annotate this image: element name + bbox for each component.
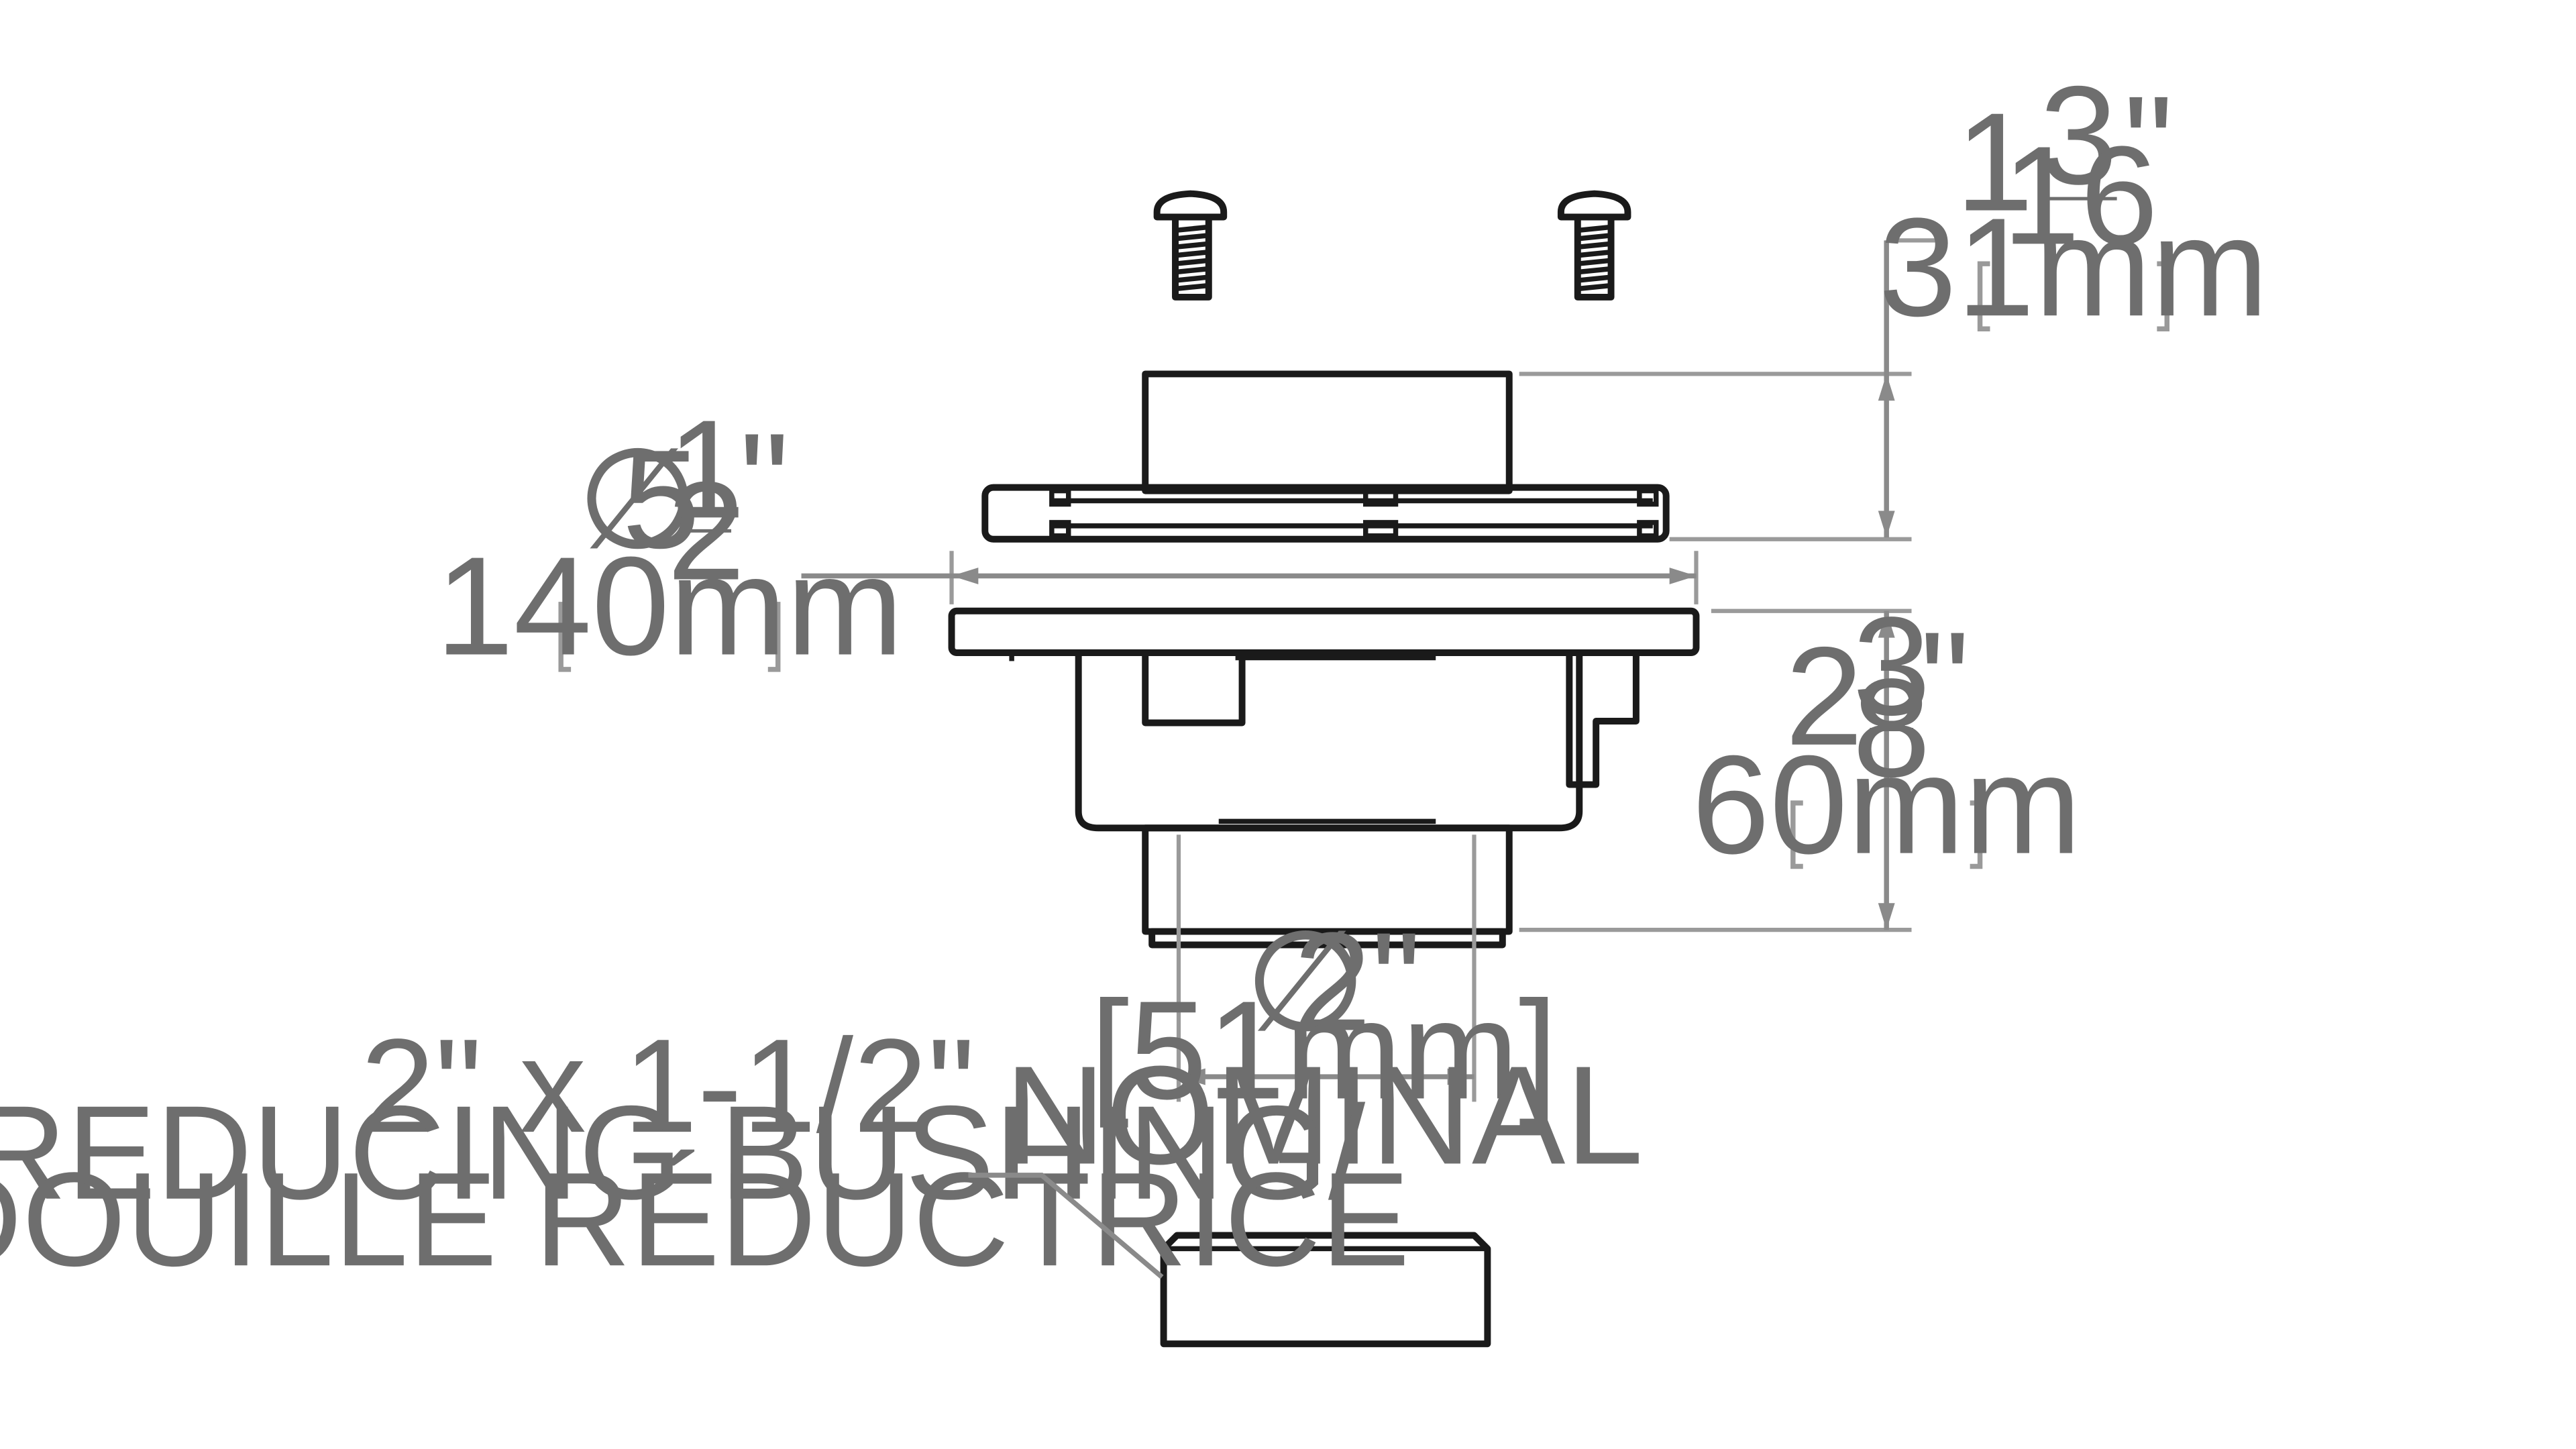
top-height-unit: " bbox=[2124, 68, 2174, 224]
flange-diameter-numerator: 1 bbox=[667, 391, 745, 547]
arrow-head bbox=[1878, 903, 1895, 930]
body-height-whole: 2 bbox=[1785, 619, 1863, 775]
bushing-size-label: 2" x 1-1/2" bbox=[360, 1012, 975, 1161]
outlet-diameter-metric: [51mm] bbox=[1090, 972, 1558, 1128]
top-height-whole: 1 bbox=[1955, 85, 2033, 241]
bushing-name-french: DOUILLE RÉDUCTRICE bbox=[0, 1145, 1410, 1294]
outlet-nominal-note: NOMINAL bbox=[1004, 1037, 1643, 1193]
reducing-bushing bbox=[1160, 1232, 1491, 1348]
body-height-denominator: 8 bbox=[1853, 650, 1931, 806]
dimension-outlet: ∅ 2" [51mm] NOMINAL bbox=[1004, 835, 1644, 1193]
flange-diameter-metric: 140mm bbox=[435, 528, 903, 684]
screw-left bbox=[1153, 190, 1228, 301]
arrow-head bbox=[1878, 511, 1895, 538]
arrow-head bbox=[951, 568, 979, 584]
screw-right bbox=[1557, 190, 1631, 301]
dimension-flange-diameter: ∅ 5 1 2 " 140mm bbox=[435, 391, 1699, 684]
flange-diameter-whole: 5 bbox=[622, 421, 700, 578]
drain-body-flange bbox=[948, 607, 1700, 661]
arrow-head bbox=[1669, 568, 1697, 584]
arrow-head bbox=[1447, 1068, 1474, 1085]
top-height-metric: 31mm bbox=[1879, 189, 2269, 345]
arrow-head bbox=[1878, 374, 1895, 401]
arrow-head bbox=[1878, 610, 1895, 638]
body-height-metric: 60mm bbox=[1692, 727, 2082, 883]
strainer-flange bbox=[981, 484, 1670, 543]
drain-outlet bbox=[1142, 824, 1513, 949]
body-height-unit: " bbox=[1920, 603, 1970, 759]
dimension-body-height: 2 3 8 " 60mm bbox=[1519, 588, 2082, 932]
dimension-top-height: 1 3 16 " 31mm bbox=[1519, 58, 2269, 541]
body-height-numerator: 3 bbox=[1853, 588, 1931, 745]
arrow-head bbox=[1178, 1068, 1205, 1085]
top-height-numerator: 3 bbox=[2039, 58, 2117, 214]
diameter-symbol-icon: ∅ bbox=[577, 421, 699, 578]
top-height-denominator: 16 bbox=[2002, 117, 2159, 274]
bushing-name-english: REDUCING BUSHING/ bbox=[0, 1079, 1366, 1228]
leader-line bbox=[968, 1173, 1164, 1279]
flange-diameter-denominator: 2 bbox=[667, 453, 745, 610]
outlet-diameter-value: 2" bbox=[1293, 904, 1421, 1060]
strainer-collar bbox=[1142, 370, 1513, 494]
bushing-callout: 2" x 1-1/2" REDUCING BUSHING/ DOUILLE RÉ… bbox=[0, 1012, 1410, 1294]
flange-diameter-unit: " bbox=[739, 405, 789, 561]
drain-body bbox=[1075, 649, 1640, 832]
diameter-symbol-icon: ∅ bbox=[1244, 904, 1366, 1060]
